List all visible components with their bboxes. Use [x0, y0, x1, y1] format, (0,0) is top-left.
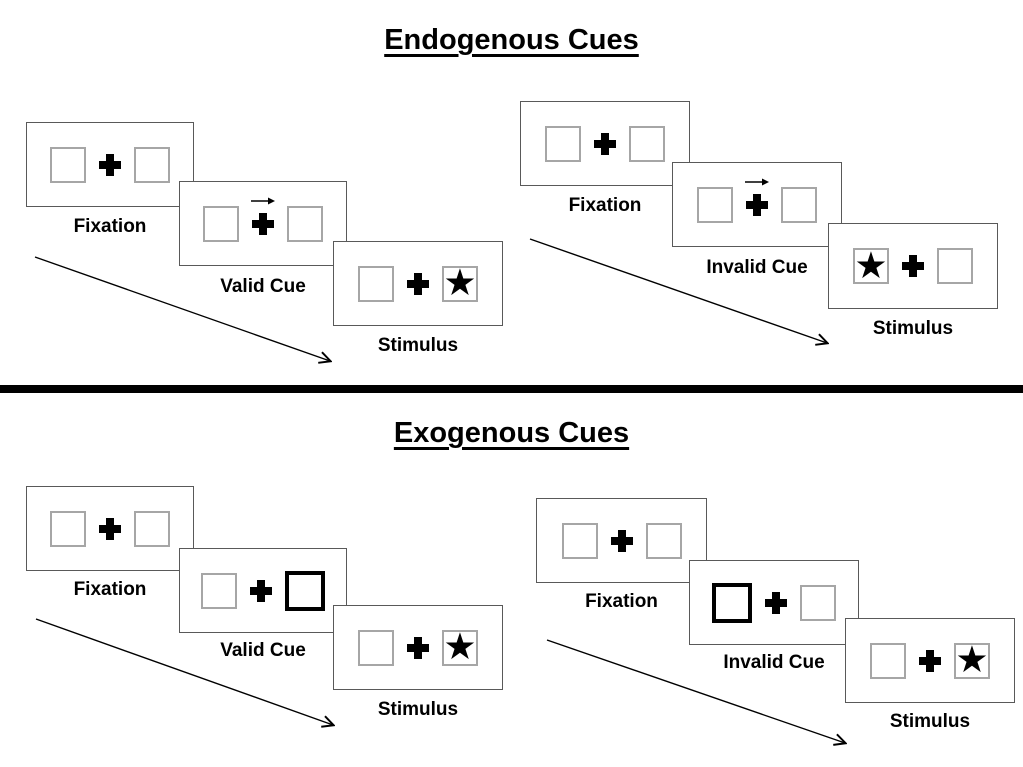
- fixation-cross-icon: [919, 649, 941, 672]
- star-icon: ★: [443, 261, 477, 304]
- right-box: [287, 205, 323, 242]
- endogenous-invalid-fixation-panel: [520, 101, 690, 186]
- right-box: [134, 146, 170, 183]
- fixation-cross-icon: [252, 212, 274, 235]
- right-box-with-target: ★: [442, 625, 478, 668]
- right-box-with-target: ★: [442, 261, 478, 304]
- fixation-cross-icon: [250, 579, 272, 602]
- left-box: [870, 642, 906, 679]
- endogenous-invalid-cue-panel: [672, 162, 842, 247]
- fixation-cross-icon: [99, 153, 121, 176]
- star-icon: ★: [955, 638, 989, 681]
- right-box: [937, 248, 973, 284]
- endogenous-valid-stimulus-panel: ★: [333, 241, 503, 326]
- left-box: [201, 572, 237, 609]
- fixation-cross-icon: [594, 132, 616, 155]
- panel-label: Valid Cue: [220, 640, 306, 661]
- panel-label: Fixation: [585, 591, 658, 612]
- left-box: [50, 510, 86, 547]
- left-box: [697, 186, 733, 223]
- cue-arrow-right-icon: [251, 197, 275, 204]
- left-box: [203, 205, 239, 242]
- endogenous-valid-fixation-panel: [26, 122, 194, 207]
- fixation-cross-icon: [407, 272, 429, 295]
- exogenous-section-title: Exogenous Cues: [393, 417, 630, 449]
- right-box-cue-highlight: [285, 570, 325, 611]
- exogenous-invalid-stimulus-panel: ★: [845, 618, 1015, 703]
- timeline-arrow-endogenous-invalid: [529, 238, 827, 343]
- right-box: [645, 522, 682, 559]
- fixation-cross-icon: [610, 529, 633, 552]
- cue-arrow-right-icon: [745, 178, 769, 185]
- fixation-cross-icon: [746, 193, 768, 216]
- left-box: [358, 265, 394, 302]
- panel-label: Invalid Cue: [706, 257, 808, 278]
- panel-label: Stimulus: [889, 711, 971, 732]
- panel-label: Fixation: [73, 579, 147, 600]
- right-box: [781, 186, 817, 223]
- endogenous-valid-cue-panel: [179, 181, 347, 266]
- left-box-with-target: ★: [853, 243, 889, 287]
- timeline-arrow-exogenous-invalid: [546, 639, 845, 743]
- panel-label: Stimulus: [377, 699, 459, 720]
- right-box: [134, 510, 170, 547]
- right-box: [800, 584, 836, 621]
- right-box-with-target: ★: [954, 638, 990, 681]
- panel-label: Fixation: [73, 216, 147, 237]
- timeline-arrow-exogenous-valid: [35, 618, 333, 725]
- exogenous-invalid-cue-panel: [689, 560, 859, 645]
- timeline-arrow-endogenous-valid: [34, 256, 330, 361]
- right-box: [629, 125, 665, 162]
- exogenous-valid-fixation-panel: [26, 486, 194, 571]
- endogenous-invalid-stimulus-panel: ★: [828, 223, 998, 309]
- exogenous-valid-cue-panel: [179, 548, 347, 633]
- panel-label: Fixation: [568, 195, 642, 216]
- panel-label: Stimulus: [872, 318, 954, 339]
- left-box: [50, 146, 86, 183]
- panel-label: Stimulus: [377, 335, 459, 356]
- left-box: [561, 522, 598, 559]
- exogenous-invalid-fixation-panel: [536, 498, 707, 583]
- left-box: [358, 629, 394, 666]
- panel-label: Valid Cue: [220, 276, 306, 297]
- star-icon: ★: [854, 243, 888, 287]
- left-box-cue-highlight: [712, 582, 752, 623]
- fixation-cross-icon: [407, 636, 429, 659]
- section-divider: [0, 385, 1023, 393]
- panel-label: Invalid Cue: [723, 652, 825, 673]
- exogenous-valid-stimulus-panel: ★: [333, 605, 503, 690]
- fixation-cross-icon: [902, 255, 924, 277]
- endogenous-section-title: Endogenous Cues: [384, 24, 639, 56]
- left-box: [545, 125, 581, 162]
- star-icon: ★: [443, 625, 477, 668]
- fixation-cross-icon: [765, 591, 787, 614]
- fixation-cross-icon: [99, 517, 121, 540]
